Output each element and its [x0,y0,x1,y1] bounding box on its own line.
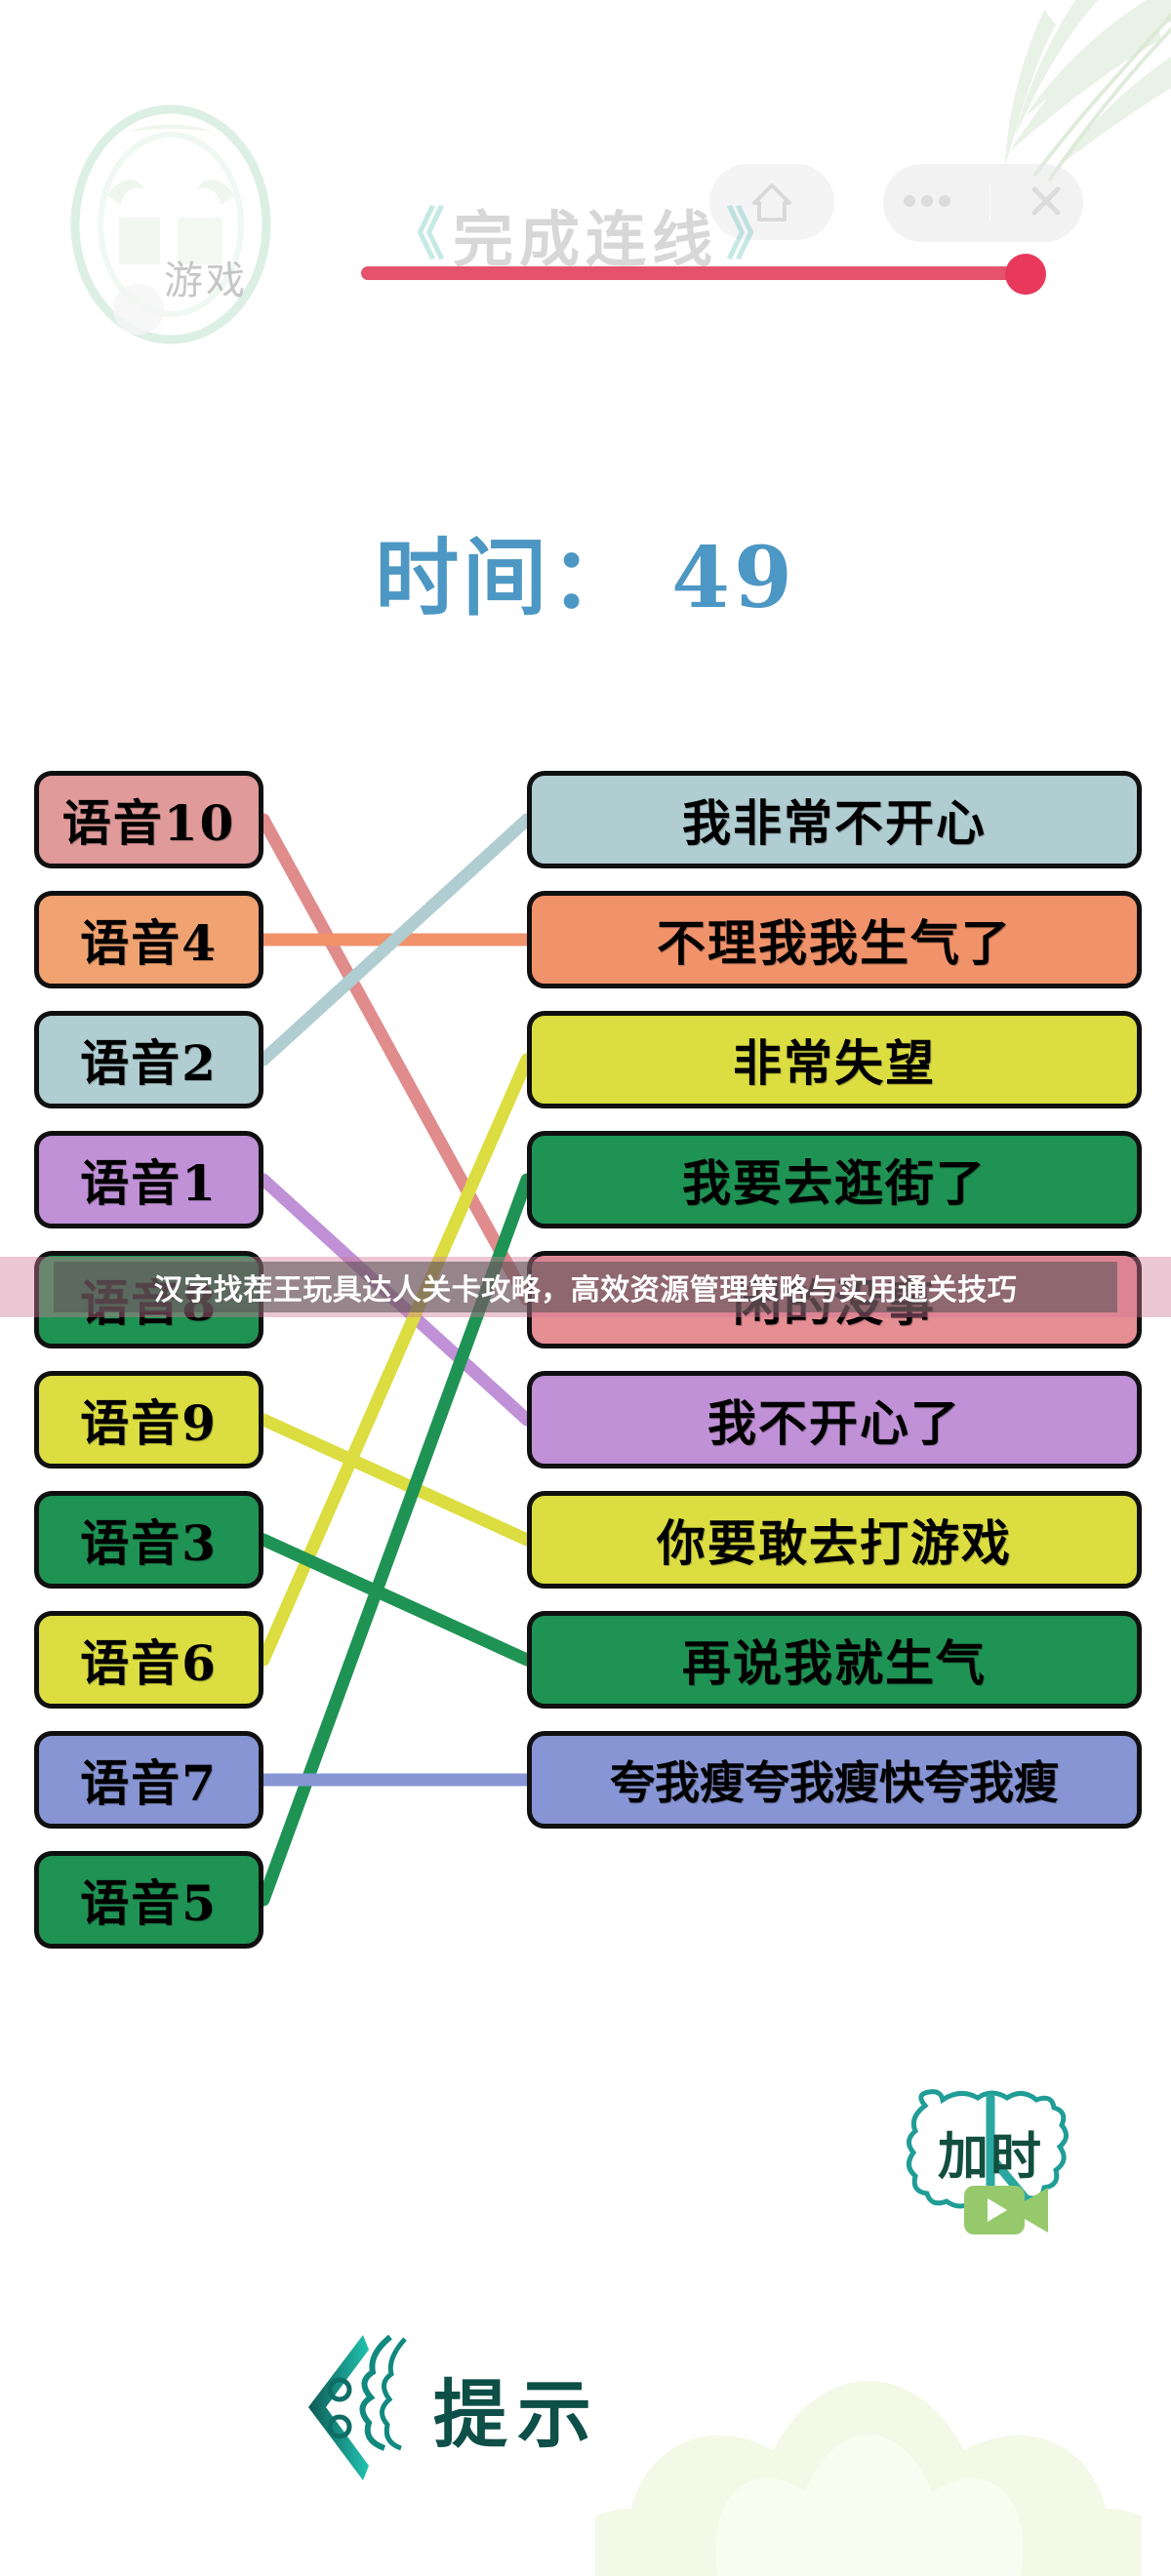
add-time-button[interactable]: 加时 [898,2088,1083,2244]
connection-line [257,1533,534,1667]
phrase-card[interactable]: 再说我就生气 [527,1611,1142,1709]
hint-label: 提示 [433,2370,601,2458]
timer-display: 时间： 49 [375,529,796,627]
close-icon[interactable] [1027,181,1066,224]
overlay-text-strip: 汉字找茬王玩具达人关卡攻略，高效资源管理策略与实用通关技巧 [54,1262,1117,1312]
voice-card[interactable]: 语音1 [34,1131,263,1228]
connection-line [257,1413,534,1547]
voice-card[interactable]: 语音10 [34,771,263,868]
connection-line [257,813,534,1307]
phrase-card[interactable]: 夸我瘦夸我瘦快夸我瘦 [527,1731,1142,1829]
phrase-card[interactable]: 非常失望 [527,1011,1142,1108]
game-watermark-label: 游戏 [164,259,248,303]
voice-card[interactable]: 语音2 [34,1011,263,1108]
capsule-divider [989,185,990,221]
hint-ornament-frame-icon [308,2332,742,2483]
phrase-card[interactable]: 不理我我生气了 [527,891,1142,988]
voice-card[interactable]: 语音7 [34,1731,263,1829]
add-time-frame-icon [907,2089,1069,2210]
voice-card[interactable]: 语音9 [34,1371,263,1469]
phrase-card[interactable]: 你要敢去打游戏 [527,1491,1142,1589]
phrase-card[interactable]: 我要去逛街了 [527,1131,1142,1228]
home-button[interactable] [709,164,834,240]
connection-line [257,813,534,1067]
progress-bar [361,266,1025,280]
hint-button[interactable]: 提示 [293,2327,742,2488]
miniprogram-capsule[interactable] [883,164,1083,242]
connection-line [257,1053,534,1667]
phrase-card[interactable]: 我非常不开心 [527,771,1142,868]
progress-knob[interactable] [1005,254,1046,295]
voice-card[interactable]: 语音3 [34,1491,263,1589]
more-dots-icon[interactable] [901,191,953,215]
voice-card[interactable]: 语音5 [34,1851,263,1949]
phrase-card[interactable]: 我不开心了 [527,1371,1142,1469]
overlay-article-title: 汉字找茬王玩具达人关卡攻略，高效资源管理策略与实用通关技巧 [153,1273,1018,1308]
video-ad-icon [964,2186,1048,2234]
home-icon [752,183,791,221]
add-time-label: 加时 [937,2126,1043,2187]
voice-card[interactable]: 语音6 [34,1611,263,1709]
voice-card[interactable]: 语音4 [34,891,263,988]
